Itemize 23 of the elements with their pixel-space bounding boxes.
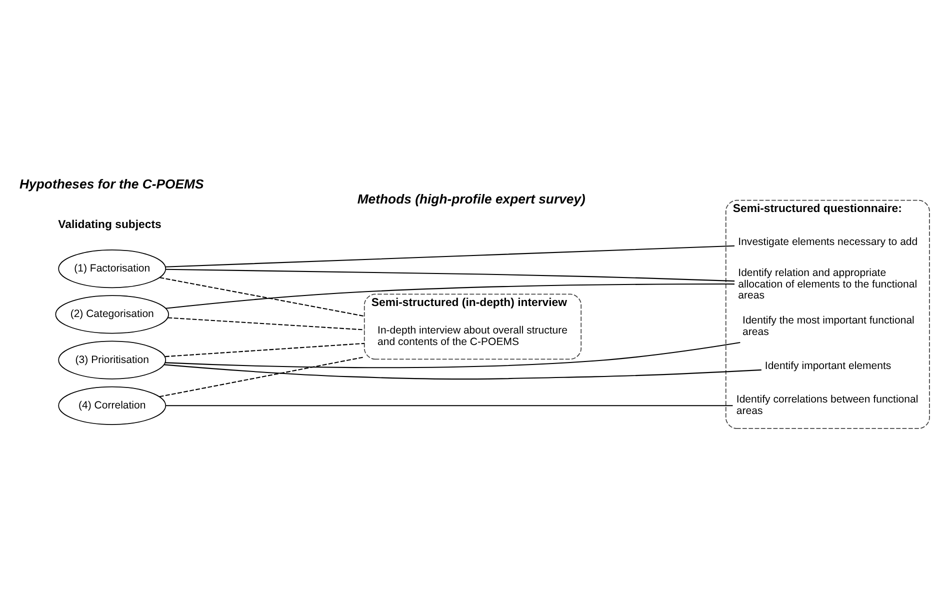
node-ellipse: (3) Prioritisation [58, 340, 166, 380]
node-text: Investigate elements necessary to add [738, 236, 918, 248]
node-text: Identify important elements [764, 360, 892, 372]
connector [164, 364, 762, 380]
node-text: Identify correlations between functional areas [736, 394, 918, 418]
node-text: In-depth interview about overall structure and contents of the C-POEMS [378, 324, 568, 348]
connector [165, 245, 735, 268]
connector [166, 284, 734, 309]
label: Methods (high-profile expert survey) [357, 191, 586, 206]
connector [166, 268, 735, 282]
connector [159, 356, 364, 398]
connector [168, 317, 364, 330]
node-ellipse: (2) Categorisation [55, 295, 170, 334]
label: Validating subjects [58, 218, 162, 231]
node-ellipse: (1) Factorisation [58, 249, 166, 288]
node-text: Identify the most important functional areas [742, 314, 914, 338]
node-ellipse: (4) Correlation [58, 386, 166, 425]
connector [160, 277, 364, 317]
connector [165, 342, 364, 358]
node-text: Identify relation and appropriate allocation of elements to the functional areas [738, 266, 918, 302]
label: Hypotheses for the C-POEMS [20, 176, 204, 192]
connector [165, 342, 740, 368]
connector [166, 405, 733, 406]
